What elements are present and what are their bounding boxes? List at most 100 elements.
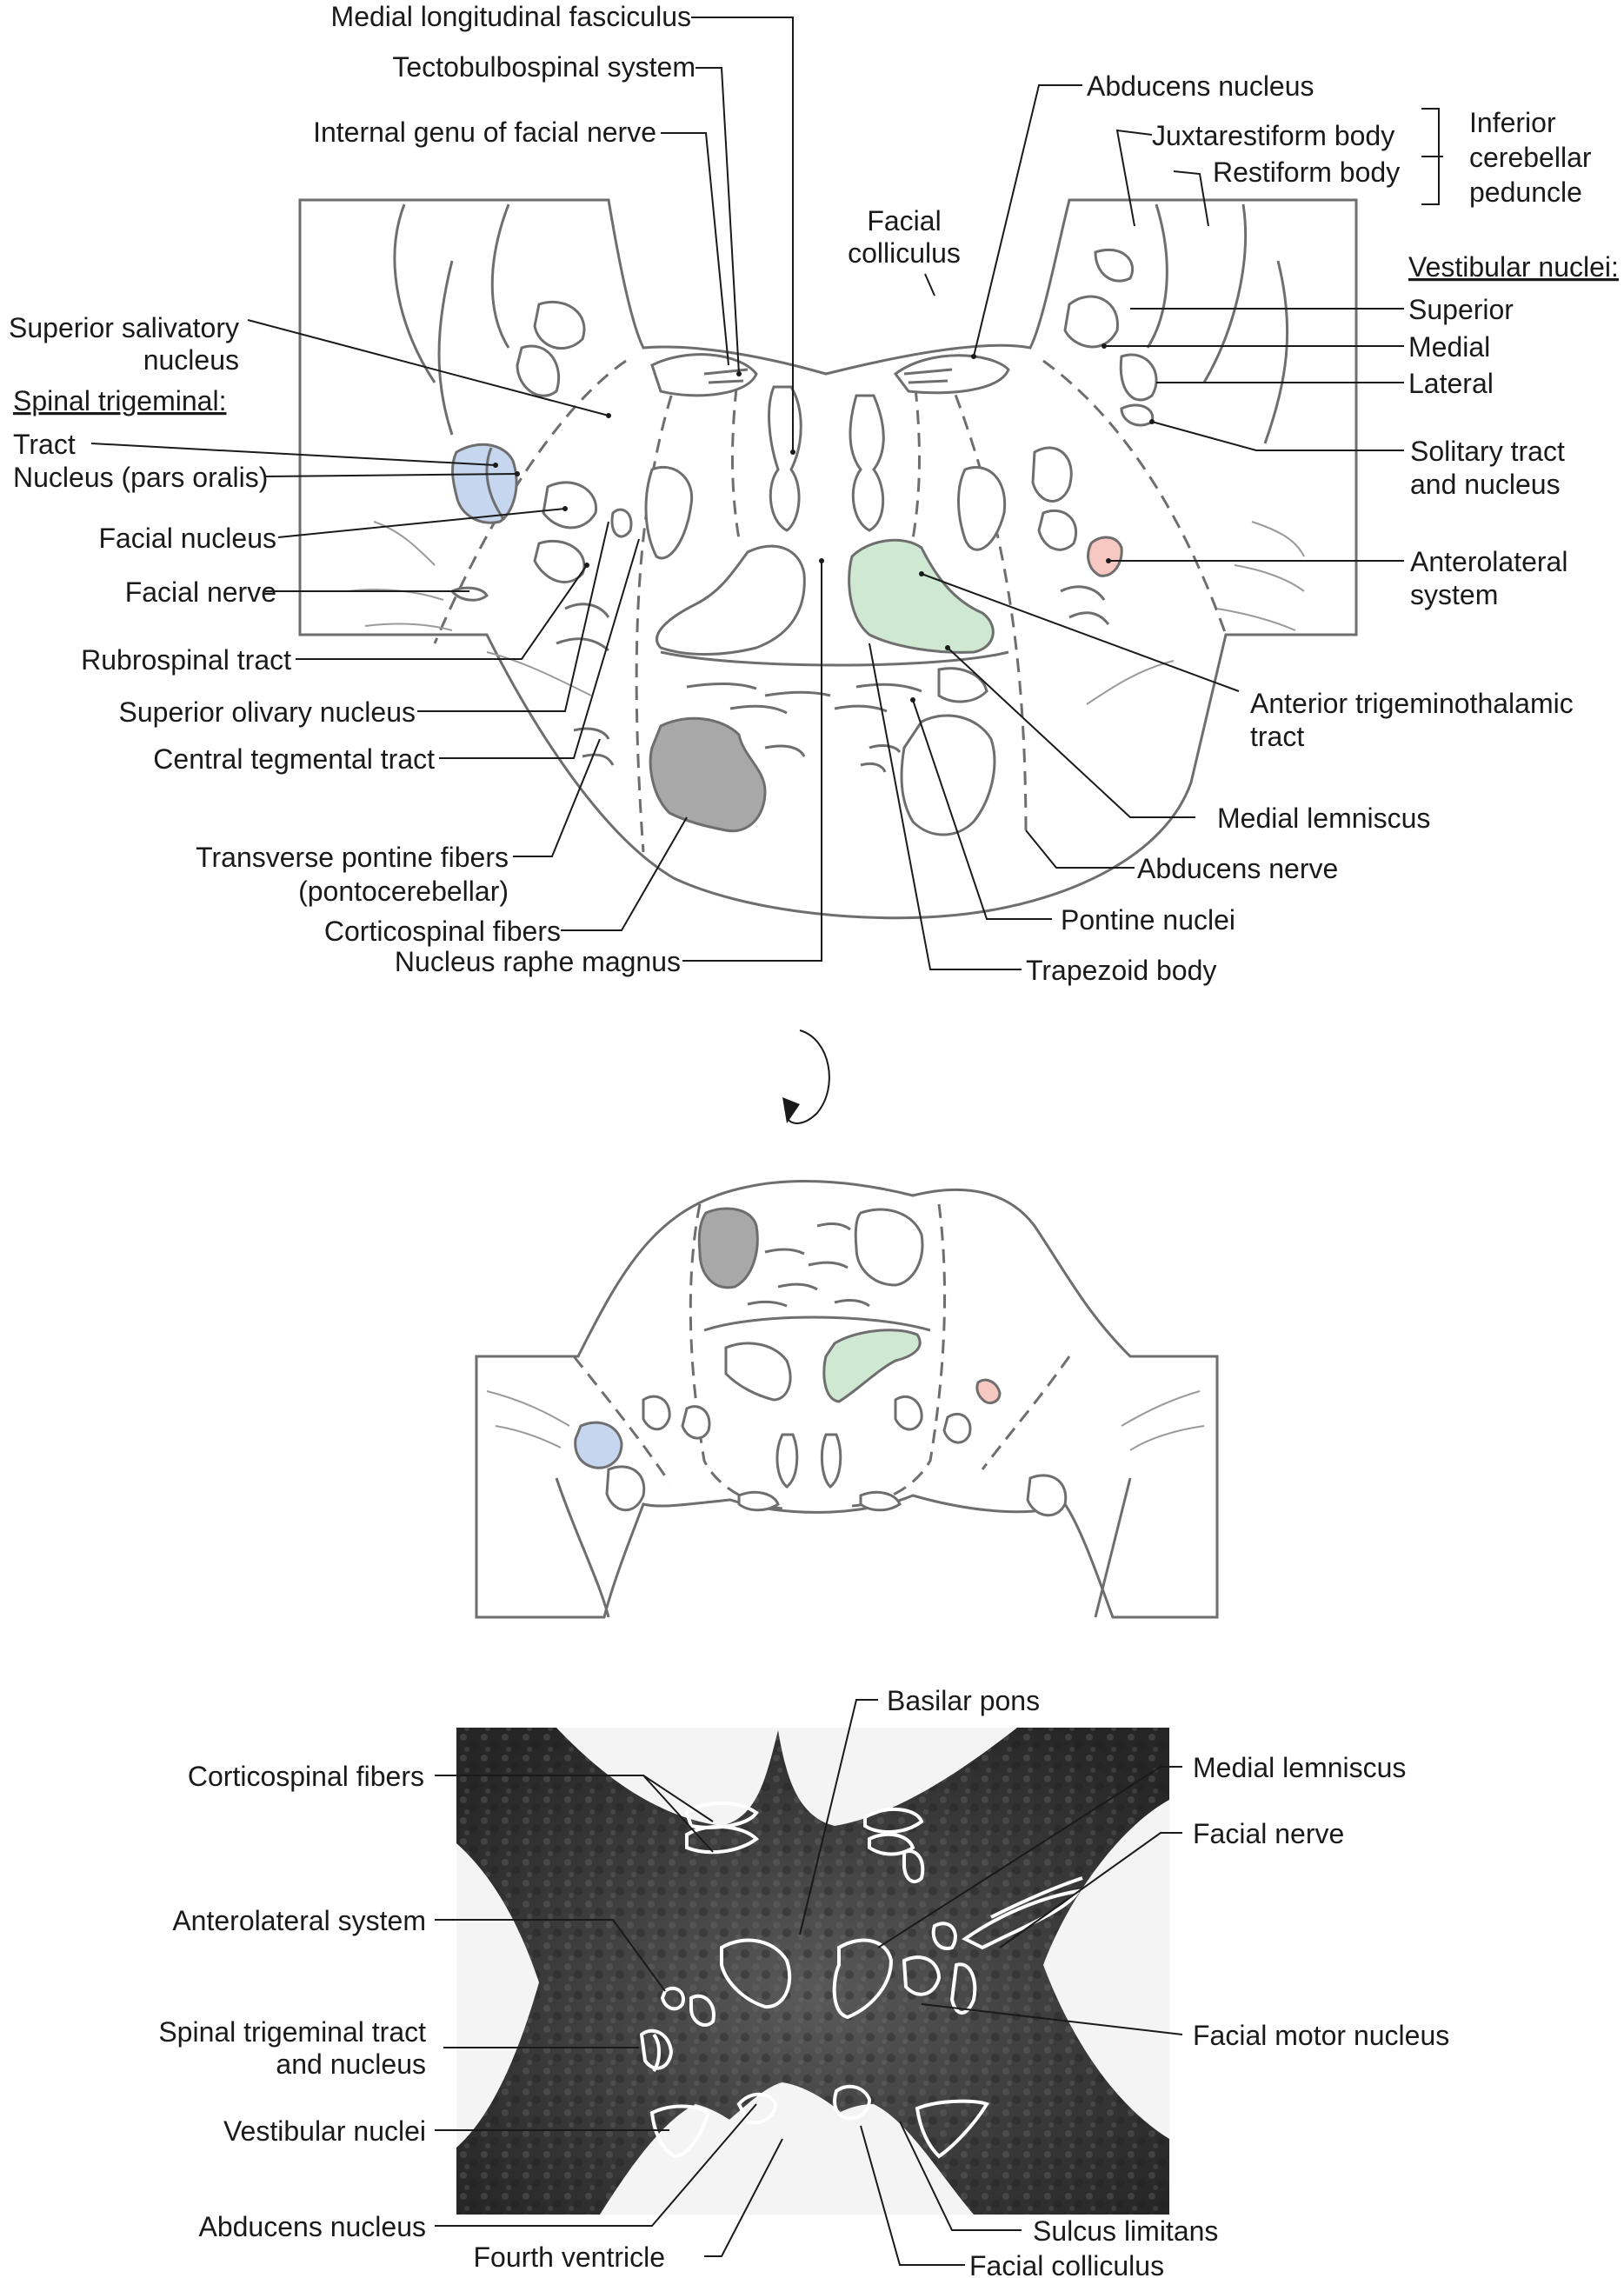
mri-label-sulcus-limitans: Sulcus limitans [1033, 2215, 1218, 2247]
central-blob-left [644, 465, 694, 560]
tegmentum-divider [660, 650, 1009, 667]
label-abducens-nerve: Abducens nerve [1137, 853, 1338, 884]
rotated-pontine-right [854, 1208, 924, 1287]
right-peduncle-line-3 [1263, 260, 1289, 444]
mri-label-spinal-trigeminal-1: Spinal trigeminal tract [158, 2016, 426, 2048]
label-nucleus-pars-oralis: Nucleus (pars oralis) [13, 462, 268, 493]
label-facial-colliculus-2: colliculus [848, 237, 961, 269]
rotated-pink [975, 1378, 1002, 1405]
label-tectobulbospinal: Tectobulbospinal system [392, 51, 696, 83]
label-corticospinal: Corticospinal fibers [324, 916, 561, 947]
label-anterolateral-1: Anterolateral [1410, 546, 1567, 577]
mri-leader-lines [435, 1699, 1183, 2266]
rotated-fiber-strokes [486, 1222, 1205, 1451]
mri-label-vestibular: Vestibular nuclei [223, 2115, 426, 2147]
right-lateral-blob [1031, 446, 1073, 503]
label-tract: Tract [13, 429, 76, 460]
mri-panel [456, 1728, 1169, 2215]
label-icp-2: cerebellar [1469, 142, 1592, 173]
label-facial-nerve: Facial nerve [125, 576, 276, 608]
abducens-region-right [893, 354, 1010, 395]
label-icp-1: Inferior [1469, 107, 1556, 138]
right-peduncle-line [1202, 203, 1248, 383]
mlf-left [768, 385, 802, 532]
label-solitary-2: and nucleus [1410, 469, 1561, 500]
label-spinal-trigeminal-header: Spinal trigeminal: [13, 385, 226, 416]
vestibular-blob-right-lat [1119, 353, 1158, 402]
mri-label-medial-lemniscus: Medial lemniscus [1193, 1752, 1406, 1783]
right-peduncle-line-2 [1146, 203, 1168, 349]
vestibular-blob-right-med [1063, 295, 1119, 349]
rotated-blob-left-1 [642, 1395, 671, 1431]
rotated-outline [475, 1179, 1219, 1619]
label-pontine-nuclei: Pontine nuclei [1061, 904, 1235, 936]
central-blob-right [957, 466, 1007, 551]
left-peduncle-line [393, 203, 436, 383]
mri-label-abducens-nucleus: Abducens nucleus [198, 2211, 426, 2242]
label-solitary-1: Solitary tract [1410, 436, 1565, 467]
rotated-medial-lemniscus-left [724, 1342, 792, 1402]
mri-label-facial-motor: Facial motor nucleus [1193, 2020, 1449, 2051]
mri-outlines [639, 1801, 1083, 2159]
mri-label-basilar-pons: Basilar pons [887, 1685, 1040, 1716]
label-icp-3: peduncle [1469, 177, 1582, 208]
label-ant-trigeminothalamic-1: Anterior trigeminothalamic [1250, 688, 1574, 719]
label-facial-nucleus: Facial nucleus [98, 523, 276, 554]
label-vestibular-medial: Medial [1408, 331, 1490, 363]
superior-olive-left [610, 508, 633, 538]
label-superior-salivatory-2: nucleus [143, 344, 239, 376]
dashed-boundary-right-inner [946, 373, 1028, 836]
label-raphe-magnus: Nucleus raphe magnus [395, 946, 681, 977]
label-mlf: Medial longitudinal fasciculus [331, 1, 691, 32]
pons-section-diagram: Medial longitudinal fasciculus Tectobulb… [9, 1, 1619, 986]
label-transverse-pontine-1: Transverse pontine fibers [196, 842, 509, 873]
spinal-trigeminal-tract-shape [451, 443, 518, 524]
label-vestibular-header: Vestibular nuclei: [1408, 251, 1619, 283]
rotated-green [822, 1329, 922, 1403]
label-vestibular-superior: Superior [1408, 294, 1514, 325]
transverse-fiber-strokes [556, 585, 1110, 773]
rotated-dash-outer-right [981, 1355, 1071, 1470]
rotated-blob-right-2 [942, 1412, 972, 1444]
rotated-blob-right-1 [894, 1395, 923, 1431]
label-trapezoid-body: Trapezoid body [1026, 955, 1216, 986]
right-lateral-blob-2 [1037, 509, 1078, 551]
rotated-ped-left [555, 1477, 610, 1618]
anterolateral-system-shape [1087, 536, 1123, 577]
mri-tissue-noise [456, 1728, 1169, 2215]
mlf-right [849, 394, 885, 532]
dashed-boundary-left-outer [433, 359, 627, 644]
top-leader-lines [90, 17, 1443, 970]
pontine-nucleus-right-upper [937, 667, 988, 703]
mri-label-facial-nerve: Facial nerve [1193, 1818, 1344, 1849]
pons-outline [298, 198, 1358, 920]
rotated-dash-outer-left [572, 1355, 671, 1483]
mri-label-spinal-trigeminal-2: and nucleus [276, 2048, 426, 2080]
rotated-dash-right [851, 1203, 947, 1508]
abducens-region-left [650, 353, 758, 397]
left-peduncle-line-3 [437, 260, 454, 436]
dashed-boundary-right-outer [1042, 359, 1228, 636]
dashed-boundary-left-inner [635, 373, 680, 853]
vestibular-blob-left [533, 300, 586, 350]
label-superior-salivatory-1: Superior salivatory [9, 312, 239, 343]
rotated-facial-colliculus-right [859, 1490, 902, 1512]
leader-dots [493, 343, 1155, 703]
label-juxtarestiform: Juxtarestiform body [1152, 120, 1394, 151]
rotated-blob-left-2 [681, 1405, 711, 1440]
rotated-mlf-left [775, 1433, 799, 1489]
rotated-ped-right-body [1026, 1474, 1068, 1517]
rotate-arrow-icon [782, 1029, 830, 1124]
rotated-ped-right [1094, 1477, 1132, 1618]
label-restiform: Restiform body [1213, 157, 1400, 188]
facial-nucleus-shape [542, 481, 597, 530]
pontine-nucleus-right [900, 714, 996, 836]
rotated-divider [703, 1316, 931, 1332]
label-medial-lemniscus: Medial lemniscus [1217, 803, 1430, 834]
label-vestibular-lateral: Lateral [1408, 368, 1494, 399]
genu-left [703, 368, 749, 384]
rotated-blue [574, 1421, 623, 1469]
rotated-facial-colliculus-left [737, 1490, 780, 1512]
label-superior-olivary: Superior olivary nucleus [119, 696, 416, 728]
